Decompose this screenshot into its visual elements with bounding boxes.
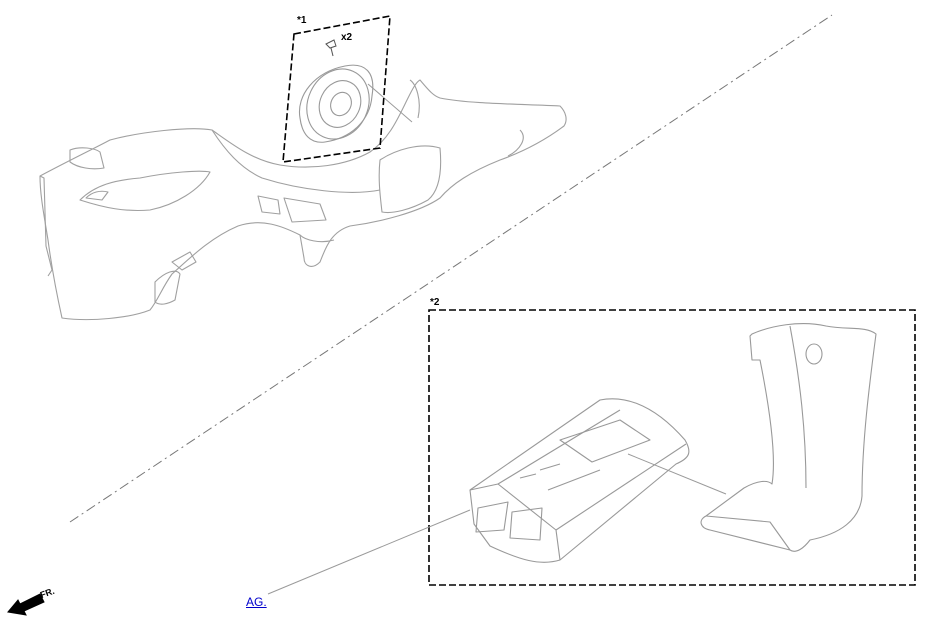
speaker	[298, 64, 374, 143]
ag-link[interactable]: AG.	[246, 595, 267, 609]
quantity-label: x2	[341, 32, 353, 43]
ag-leader-line	[267, 509, 471, 595]
callout-1-label: *1	[297, 15, 307, 26]
bracket	[700, 323, 877, 552]
callout-1-frame	[282, 15, 391, 163]
callout-2-frame	[428, 309, 916, 586]
speaker-leader	[367, 83, 413, 123]
connector-module	[469, 398, 690, 563]
front-direction-arrow-icon	[7, 593, 45, 616]
divider-line	[69, 14, 833, 523]
callout-2-label: *2	[430, 297, 440, 308]
trim-panel	[39, 79, 567, 321]
connector-leader	[627, 453, 727, 495]
screw-icon	[325, 39, 337, 57]
